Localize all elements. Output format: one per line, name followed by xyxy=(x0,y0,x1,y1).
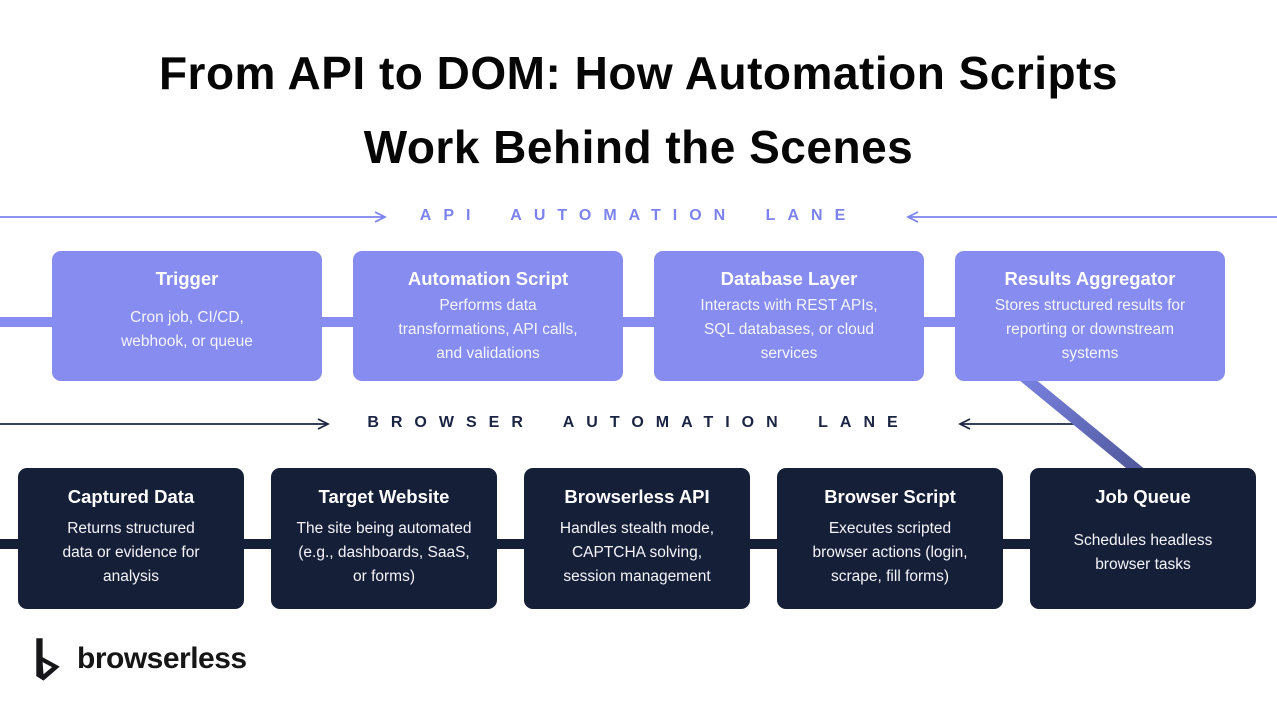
browser-lane-label: BROWSER AUTOMATION LANE xyxy=(367,414,910,431)
node-body: Executes scripted browser actions (login… xyxy=(812,519,968,585)
node-title: Captured Data xyxy=(67,486,195,507)
node-title: Target Website xyxy=(318,486,450,507)
node-browserless-api: Browserless API Handles stealth mode, CA… xyxy=(524,468,750,609)
api-lane-label: API AUTOMATION LANE xyxy=(419,207,858,224)
node-title: Browser Script xyxy=(824,486,956,507)
api-lane-line-right xyxy=(906,211,1277,223)
api-lane-row: Trigger Cron job, CI/CD, webhook, or que… xyxy=(52,251,1225,381)
node-job-queue: Job Queue Schedules headless browser tas… xyxy=(1030,468,1256,609)
node-captured-data: Captured Data Returns structured data or… xyxy=(18,468,244,609)
node-database-layer: Database Layer Interacts with REST APIs,… xyxy=(654,251,924,381)
browserless-logo-icon xyxy=(36,638,60,681)
api-lane-line-left xyxy=(0,211,387,223)
browserless-logo: browserless xyxy=(30,636,247,682)
node-title: Database Layer xyxy=(720,268,858,289)
browser-lane-line-right xyxy=(958,418,1082,430)
browserless-wordmark: browserless xyxy=(77,642,247,675)
node-title: Trigger xyxy=(155,268,219,289)
page-title-line-2: Work Behind the Scenes xyxy=(363,121,914,173)
node-body: Handles stealth mode, CAPTCHA solving, s… xyxy=(559,519,715,585)
node-body: Returns structured data or evidence for … xyxy=(62,519,200,585)
node-body: Performs data transformations, API calls… xyxy=(398,297,578,362)
node-title: Automation Script xyxy=(407,268,569,289)
node-results-aggregator: Results Aggregator Stores structured res… xyxy=(955,251,1225,381)
node-target-website: Target Website The site being automated … xyxy=(271,468,497,609)
node-title: Browserless API xyxy=(564,486,710,507)
node-trigger: Trigger Cron job, CI/CD, webhook, or que… xyxy=(52,251,322,381)
node-title: Job Queue xyxy=(1095,486,1191,507)
node-body: The site being automated (e.g., dashboar… xyxy=(296,519,472,585)
node-body: Stores structured results for reporting … xyxy=(994,297,1186,362)
browser-lane-row: Captured Data Returns structured data or… xyxy=(18,468,1256,609)
node-automation-script: Automation Script Performs data transfor… xyxy=(353,251,623,381)
node-body: Schedules headless browser tasks xyxy=(1073,531,1213,573)
node-body: Interacts with REST APIs, SQL databases,… xyxy=(700,297,878,362)
page-title-line-1: From API to DOM: How Automation Scripts xyxy=(158,47,1119,99)
node-title: Results Aggregator xyxy=(1004,268,1176,289)
node-body: Cron job, CI/CD, webhook, or queue xyxy=(121,309,253,350)
node-browser-script: Browser Script Executes scripted browser… xyxy=(777,468,1003,609)
page-title: From API to DOM: How Automation Scripts … xyxy=(0,36,1277,184)
browser-lane-line-left xyxy=(0,418,330,430)
